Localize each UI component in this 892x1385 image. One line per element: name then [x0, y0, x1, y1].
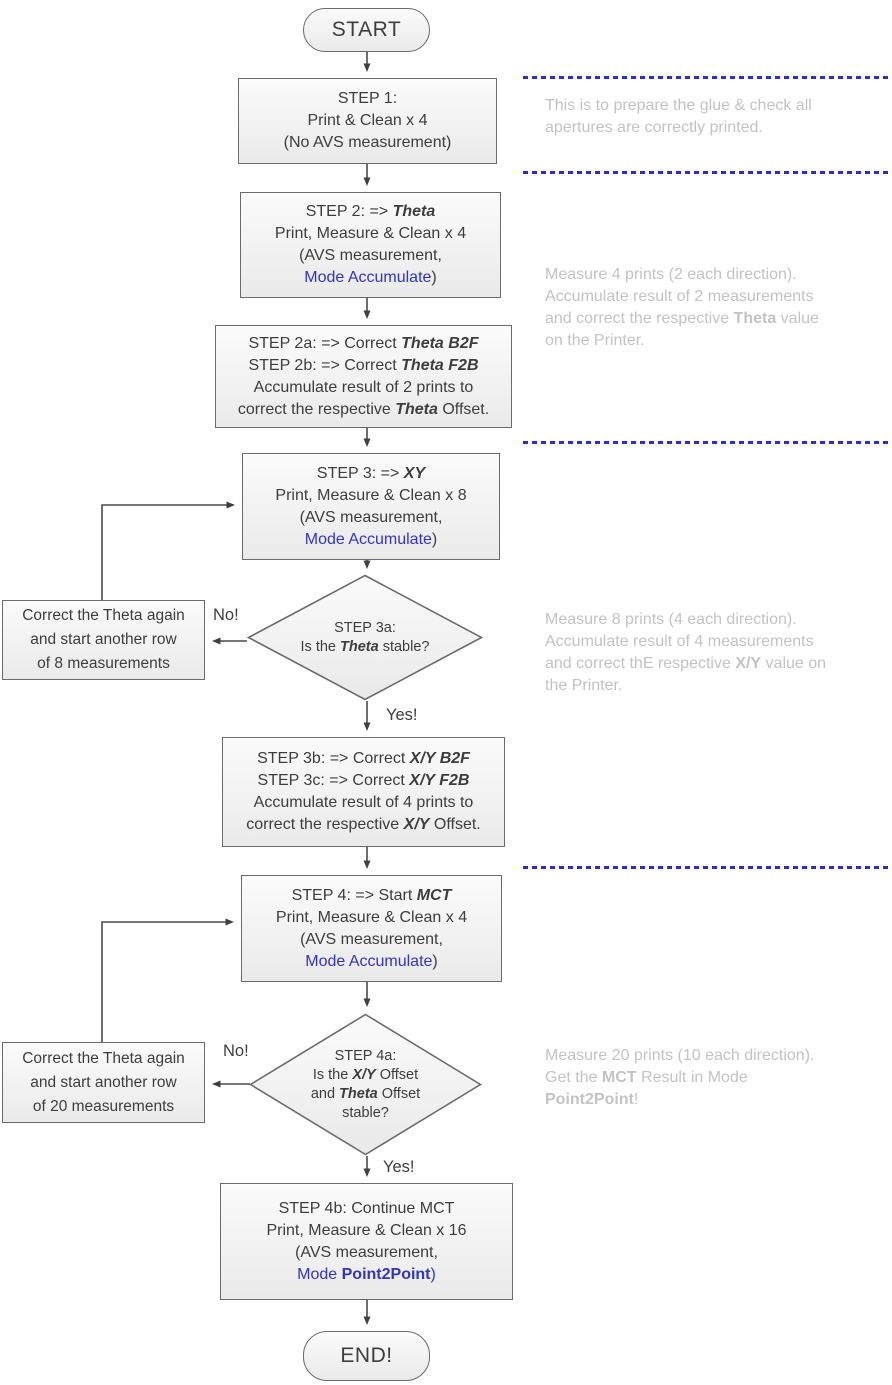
- arrow-loopbox3-to-step3: [101, 501, 235, 600]
- step1-box: STEP 1:Print & Clean x 4(No AVS measurem…: [238, 78, 497, 164]
- start-label: START: [331, 18, 402, 41]
- decision3a-diamond-shape: [247, 574, 483, 701]
- arrow-loopbox4-to-step4: [101, 918, 234, 1042]
- separator-3: [523, 441, 888, 444]
- decision3a-node: STEP 3a:Is the Theta stable?: [247, 574, 483, 701]
- annotation-step2: Measure 4 prints (2 each direction).Accu…: [545, 266, 819, 349]
- separator-1: [523, 76, 888, 79]
- annotation-step3: Measure 8 prints (4 each direction).Accu…: [545, 611, 827, 694]
- start-node: START: [303, 8, 430, 52]
- separator-2: [523, 171, 888, 174]
- end-node: END!: [303, 1331, 430, 1381]
- decision3a-yes-label: Yes!: [386, 706, 418, 724]
- decision4a-no-label: No!: [223, 1042, 249, 1060]
- decision4a-diamond-shape: [249, 1013, 482, 1156]
- decision3a-no-label: No!: [213, 606, 239, 624]
- annotation-step4: Measure 20 prints (10 each direction).Ge…: [545, 1047, 815, 1108]
- decision3a-text: STEP 3a:Is the Theta stable?: [300, 619, 430, 655]
- separator-4: [523, 866, 888, 869]
- end-label: END!: [340, 1344, 393, 1367]
- decision4a-yes-label: Yes!: [383, 1158, 415, 1176]
